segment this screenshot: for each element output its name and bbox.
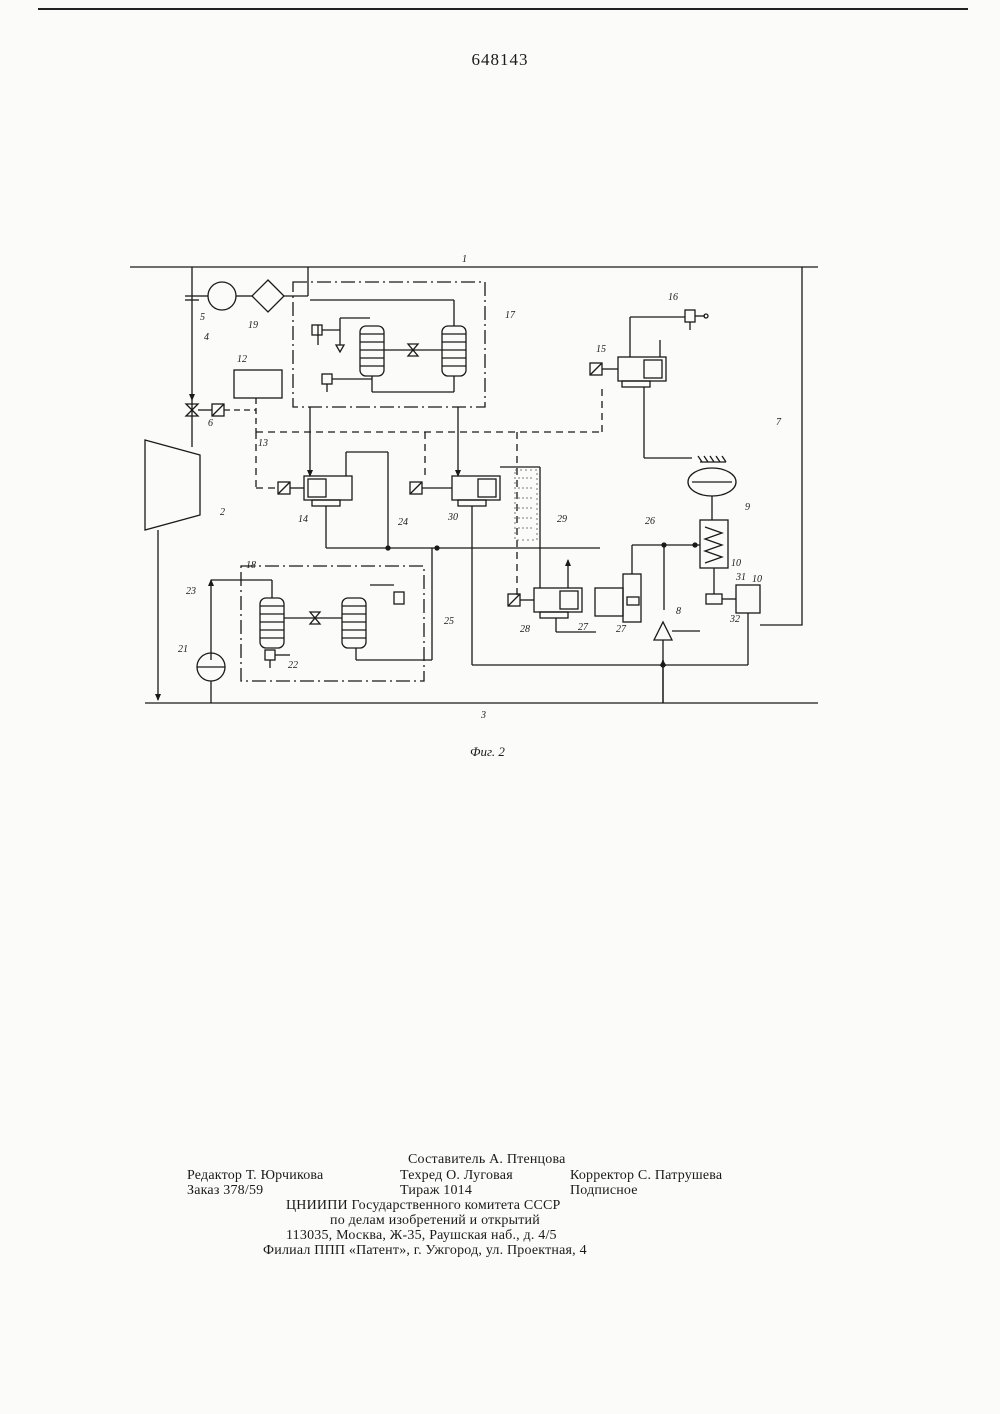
line-4 (185, 267, 199, 425)
svg-text:15: 15 (596, 344, 606, 355)
svg-text:29: 29 (557, 514, 567, 525)
svg-text:27: 27 (616, 624, 627, 635)
svg-text:21: 21 (178, 644, 188, 655)
valve-6 (186, 404, 256, 416)
line-7 (760, 267, 802, 625)
svg-text:10: 10 (731, 558, 741, 569)
flow-meter-5 (199, 282, 252, 310)
imprint-editor: Редактор Т. Юрчикова (187, 1168, 323, 1184)
svg-text:27: 27 (578, 622, 589, 633)
imprint-address: 113035, Москва, Ж-35, Раушская наб., д. … (286, 1228, 557, 1244)
actuator-14 (278, 407, 388, 548)
hatched-column-29 (515, 470, 537, 540)
svg-text:23: 23 (186, 586, 196, 597)
svg-text:13: 13 (258, 438, 268, 449)
svg-text:32: 32 (729, 614, 740, 625)
svg-text:1: 1 (462, 254, 467, 265)
heater-10 (695, 520, 760, 665)
figure-caption: Фиг. 2 (470, 744, 505, 760)
svg-text:14: 14 (298, 514, 308, 525)
svg-text:8: 8 (676, 606, 681, 617)
turbine-2 (145, 425, 200, 700)
svg-text:10: 10 (752, 574, 762, 585)
svg-text:30: 30 (447, 512, 458, 523)
svg-text:24: 24 (398, 517, 408, 528)
line-26 (632, 543, 697, 610)
imprint-order: Заказ 378/59 (187, 1183, 263, 1199)
svg-text:17: 17 (505, 310, 516, 321)
imprint-branch: Филиал ППП «Патент», г. Ужгород, ул. Про… (263, 1243, 587, 1259)
svg-text:2: 2 (220, 507, 225, 518)
exchanger-block-17 (293, 282, 485, 407)
svg-text:22: 22 (288, 660, 298, 671)
svg-text:4: 4 (204, 332, 209, 343)
svg-text:5: 5 (200, 312, 205, 323)
exchanger-block-18 (241, 548, 432, 681)
svg-text:16: 16 (668, 292, 678, 303)
svg-text:18: 18 (246, 560, 256, 571)
imprint-compiler: Составитель А. Птенцова (408, 1152, 566, 1168)
svg-text:28: 28 (520, 624, 530, 635)
valve-8 (654, 622, 700, 703)
svg-text:9: 9 (745, 502, 750, 513)
svg-text:3: 3 (480, 710, 486, 721)
diaphragm-9 (644, 456, 736, 520)
actuator-15 (590, 317, 685, 458)
svg-text:12: 12 (237, 354, 247, 365)
svg-text:7: 7 (776, 417, 782, 428)
imprint-institute-line2: по делам изобретений и открытий (330, 1213, 540, 1229)
imprint-tech-editor: Техред О. Луговая (400, 1168, 513, 1184)
svg-text:26: 26 (645, 516, 655, 527)
svg-text:19: 19 (248, 320, 258, 331)
svg-text:31: 31 (735, 572, 746, 583)
imprint-proofreader: Корректор С. Патрушева (570, 1168, 722, 1184)
imprint-circulation: Тираж 1014 (400, 1183, 472, 1199)
block-12 (234, 370, 282, 432)
svg-text:25: 25 (444, 616, 454, 627)
line-24 (326, 546, 600, 550)
block-27 (595, 545, 641, 622)
svg-text:6: 6 (208, 418, 213, 429)
imprint-subscription: Подписное (570, 1183, 638, 1199)
pump-21 (197, 653, 225, 703)
imprint-institute: ЦНИИПИ Государственного комитета СССР (286, 1198, 561, 1214)
filter-19 (252, 267, 308, 312)
valve-16 (685, 310, 708, 330)
